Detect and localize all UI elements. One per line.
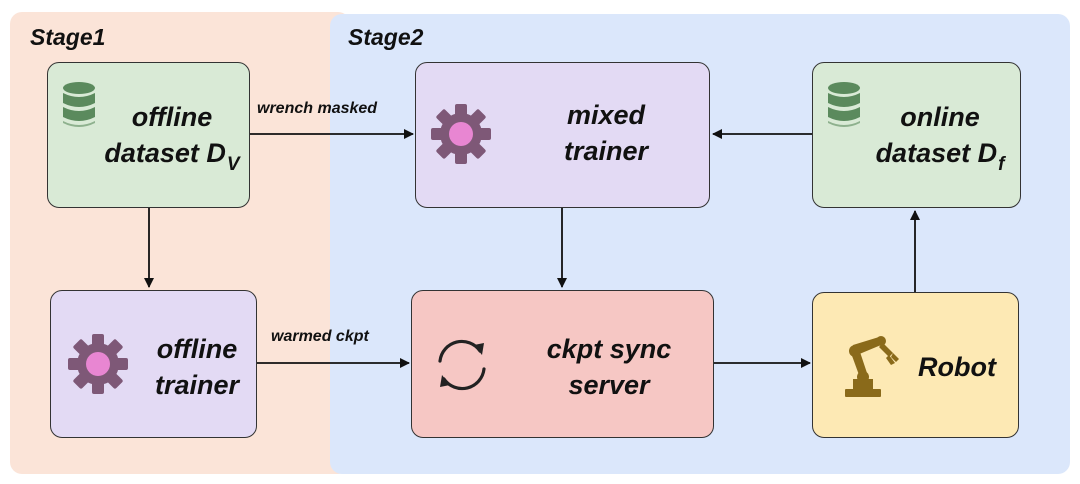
online-dataset-line1: online — [900, 102, 980, 132]
online-dataset-subscript: f — [998, 154, 1005, 175]
mixed-trainer-line2: trainer — [563, 136, 649, 166]
ckpt-sync-server-line1: ckpt sync — [546, 334, 672, 364]
offline-dataset-line1: offline — [131, 102, 213, 132]
mixed-trainer-node: mixed trainer — [415, 62, 710, 208]
edge-label-warmed-ckpt: warmed ckpt — [271, 328, 369, 345]
online-dataset-line2: dataset D — [875, 138, 998, 168]
database-icon — [63, 82, 95, 127]
robot-node: Robot — [812, 292, 1019, 438]
offline-dataset-node: offline dataset DV — [47, 62, 250, 208]
stage2-title: Stage2 — [348, 24, 424, 50]
robot-arm-icon — [845, 336, 899, 397]
stage1-title: Stage1 — [30, 24, 106, 50]
gear-icon — [431, 104, 491, 164]
sync-icon — [438, 339, 486, 391]
offline-dataset-subscript: V — [226, 154, 240, 175]
online-dataset-node: online dataset Df — [812, 62, 1021, 208]
offline-trainer-line1: offline — [156, 334, 238, 364]
offline-dataset-line2: dataset D — [104, 138, 226, 168]
robot-label: Robot — [918, 352, 996, 382]
ckpt-sync-server-line2: server — [568, 370, 650, 400]
database-icon — [828, 82, 860, 127]
offline-trainer-node: offline trainer — [50, 290, 257, 438]
mixed-trainer-line1: mixed — [566, 100, 646, 130]
ckpt-sync-server-node: ckpt sync server — [411, 290, 714, 438]
edge-label-wrench-masked: wrench masked — [257, 100, 378, 117]
offline-trainer-line2: trainer — [154, 370, 240, 400]
gear-icon — [68, 334, 128, 394]
